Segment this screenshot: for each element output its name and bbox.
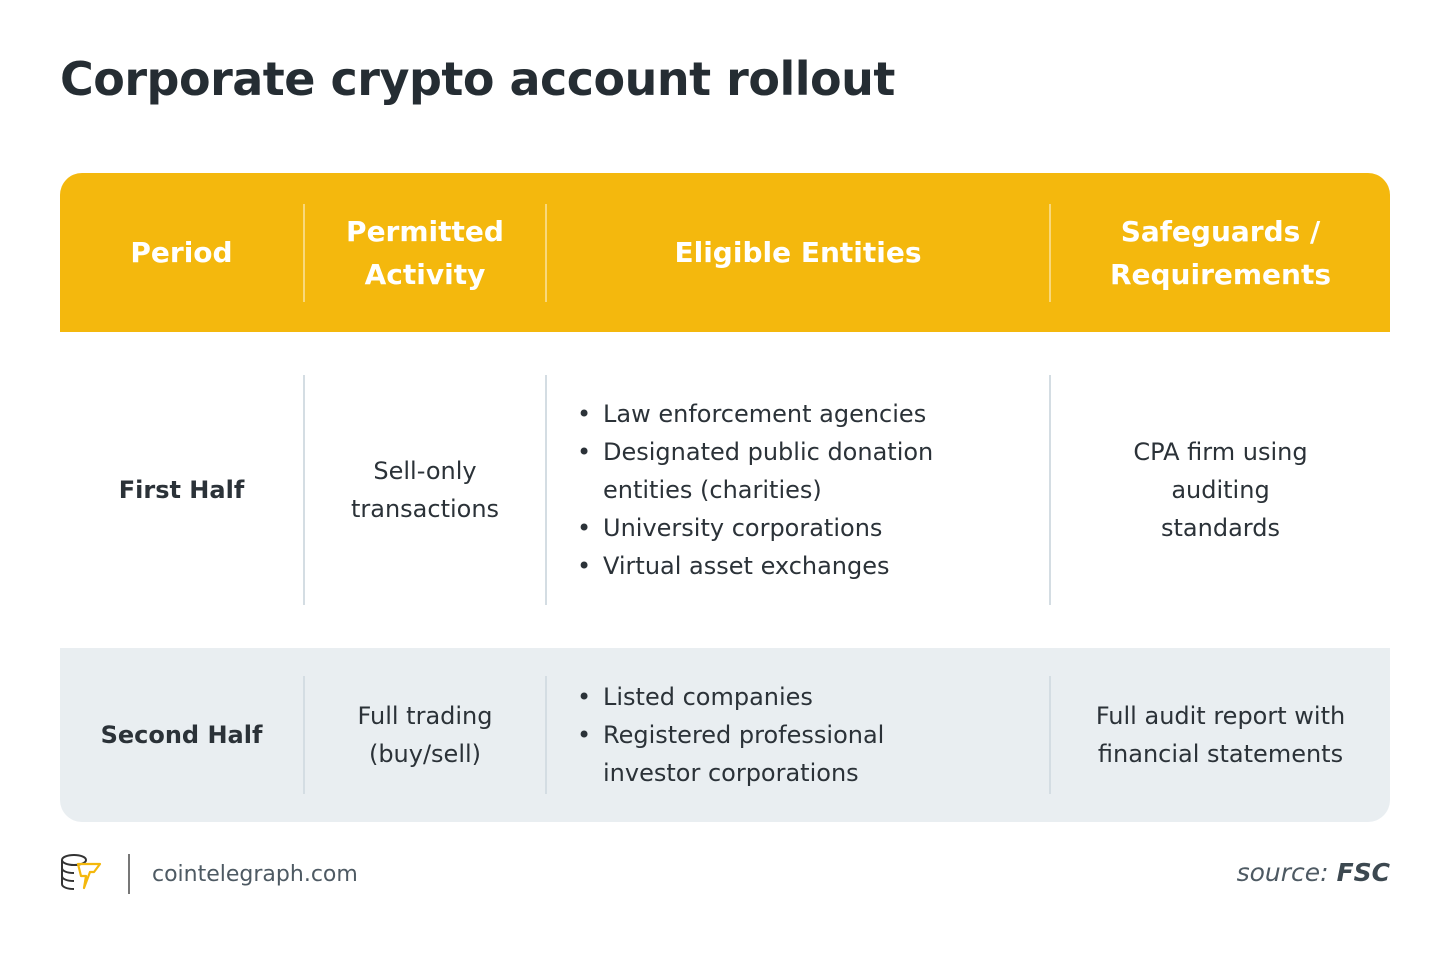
list-item: University corporations	[577, 509, 983, 547]
header-permitted-activity: Permitted Activity	[303, 203, 545, 302]
row-activity: Full trading (buy/sell)	[303, 676, 545, 794]
row-activity: Sell-only transactions	[303, 375, 545, 605]
header-safeguards: Safeguards / Requirements	[1049, 203, 1390, 302]
row-entities: Law enforcement agencies Designated publ…	[545, 375, 1049, 605]
list-item: Registered professional investor corpora…	[577, 716, 943, 792]
source-credit: source: FSC	[1237, 858, 1390, 887]
entities-list: Law enforcement agencies Designated publ…	[577, 395, 983, 585]
row-safeguards: CPA firm using auditing standards	[1049, 375, 1390, 605]
list-item: Listed companies	[577, 678, 943, 716]
footer-brand: cointelegraph.com	[60, 852, 358, 896]
row-safeguards: Full audit report with financial stateme…	[1049, 676, 1390, 794]
table-header: Period Permitted Activity Eligible Entit…	[60, 173, 1390, 332]
row-period: First Half	[118, 476, 245, 504]
entities-list: Listed companies Registered professional…	[577, 678, 943, 792]
page-title: Corporate crypto account rollout	[60, 52, 895, 106]
source-label: source:	[1236, 858, 1329, 887]
logo-divider	[128, 854, 130, 894]
list-item: Law enforcement agencies	[577, 395, 983, 433]
table-row: Second Half Full trading (buy/sell) List…	[60, 648, 1390, 822]
table-row: First Half Sell-only transactions Law en…	[60, 361, 1390, 619]
row-entities: Listed companies Registered professional…	[545, 676, 1049, 794]
cointelegraph-logo-icon	[60, 852, 104, 896]
list-item: Designated public donation entities (cha…	[577, 433, 983, 509]
list-item: Virtual asset exchanges	[577, 547, 983, 585]
rollout-table: Period Permitted Activity Eligible Entit…	[60, 173, 1390, 822]
row-period: Second Half	[100, 721, 263, 749]
header-period: Period	[130, 236, 233, 269]
header-eligible-entities: Eligible Entities	[545, 203, 1049, 302]
site-domain: cointelegraph.com	[152, 861, 358, 887]
source-value: FSC	[1336, 858, 1390, 887]
